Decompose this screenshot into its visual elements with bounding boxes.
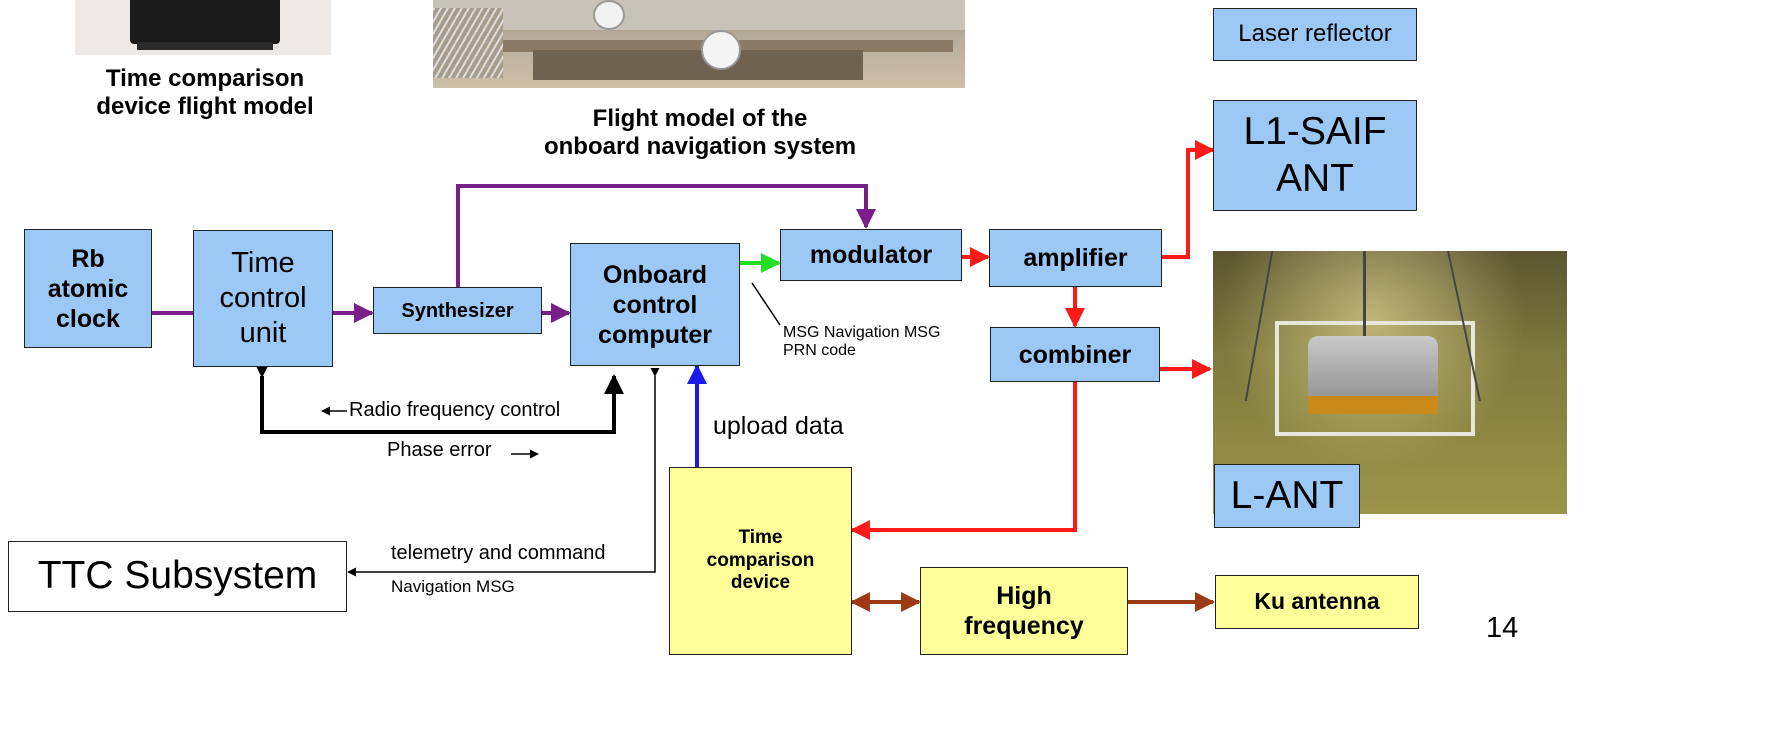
rb-atomic-clock-block: Rb atomic clock	[24, 229, 152, 348]
synthesizer-block: Synthesizer	[373, 287, 542, 334]
time-comparison-device-photo	[75, 0, 331, 55]
time-comparison-device-block: Time comparison device	[669, 467, 852, 655]
wire-synth-to-modulator	[456, 184, 876, 287]
radio-frequency-control-label: Radio frequency control	[349, 399, 561, 421]
modulator-block: modulator	[780, 229, 962, 281]
caption-time-comparison-device-fm: Time comparison device flight model	[96, 65, 314, 120]
wire-amplifier-to-l1saif	[1162, 140, 1215, 259]
ttc-subsystem-block: TTC Subsystem	[8, 541, 347, 612]
combiner-block: combiner	[990, 327, 1160, 382]
msg-callout-line	[751, 282, 781, 326]
high-frequency-block: High frequency	[920, 567, 1128, 655]
l1-saif-ant-block: L1-SAIF ANT	[1213, 100, 1417, 211]
onboard-navigation-system-photo	[433, 0, 965, 88]
upload-data-label: upload data	[713, 412, 844, 440]
phase-error-label: Phase error	[387, 439, 492, 461]
wire-combiner-to-tcd	[850, 382, 1077, 540]
ku-antenna-block: Ku antenna	[1215, 575, 1419, 629]
telemetry-command-label: telemetry and command	[391, 542, 606, 564]
page-number: 14	[1486, 612, 1519, 644]
l-ant-block: L-ANT	[1214, 464, 1360, 528]
wire-obc-to-ttc	[347, 367, 660, 577]
msg-navigation-prn-label: MSG Navigation MSG PRN code	[783, 324, 941, 360]
onboard-control-computer-block: Onboard control computer	[570, 243, 740, 366]
navigation-msg-label: Navigation MSG	[391, 577, 515, 596]
amplifier-block: amplifier	[989, 229, 1162, 287]
time-control-unit-block: Time control unit	[193, 230, 333, 367]
laser-reflector-block: Laser reflector	[1213, 8, 1417, 61]
caption-onboard-navigation-fm: Flight model of the onboard navigation s…	[543, 105, 857, 160]
